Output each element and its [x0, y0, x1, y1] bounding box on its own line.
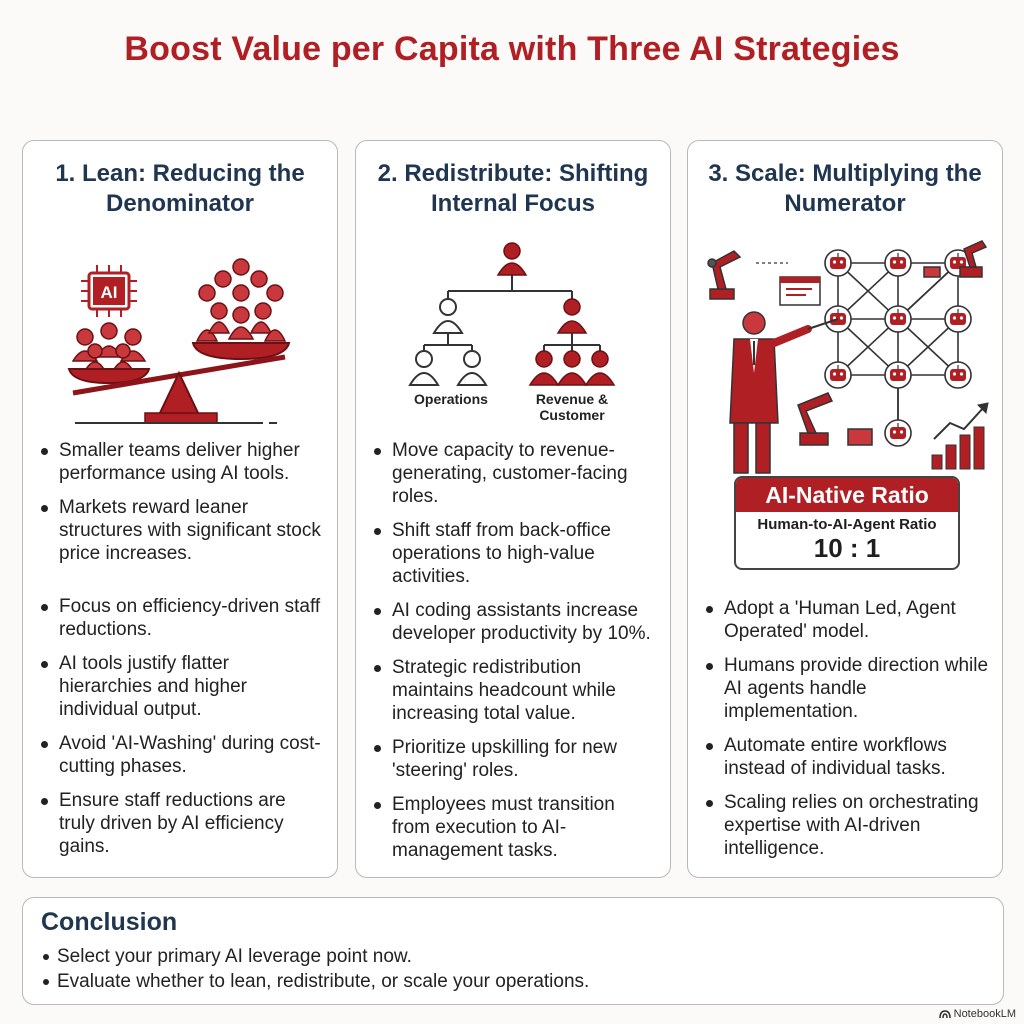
list-item: Automate entire workflows instead of ind…: [702, 734, 990, 780]
ai-agent-icons: [824, 249, 972, 447]
growth-chart-icon: [931, 402, 989, 470]
ai-chip-icon: AI: [81, 265, 137, 317]
scale-bullets: Adopt a 'Human Led, Agent Operated' mode…: [702, 597, 990, 871]
list-item: Strategic redistribution maintains headc…: [370, 656, 658, 725]
ratio-value: 10 : 1: [813, 533, 881, 563]
ai-chip-label: AI: [101, 283, 118, 302]
ratio-subtitle: Human-to-AI-Agent Ratio: [757, 516, 937, 533]
dashboard-icon: [756, 262, 821, 306]
lean-bullets: Smaller teams deliver higher performance…: [37, 439, 325, 869]
ai-native-ratio-box: AI-Native Ratio Human-to-AI-Agent Ratio …: [734, 476, 960, 570]
list-item: Employees must transition from execution…: [370, 793, 658, 862]
list-item: Scaling relies on orchestrating expertis…: [702, 791, 990, 860]
list-item: AI tools justify flatter hierarchies and…: [37, 652, 325, 721]
list-item: AI coding assistants increase developer …: [370, 599, 658, 645]
manager-icon: [496, 242, 528, 276]
conclusion-box: Conclusion Select your primary AI levera…: [22, 897, 1004, 1005]
conclusion-list: Select your primary AI leverage point no…: [41, 944, 589, 994]
ai-agent-icon: [824, 361, 852, 389]
ai-agent-icon: [944, 305, 972, 333]
list-item: Shift staff from back-office operations …: [370, 519, 658, 588]
ai-agent-icon: [944, 361, 972, 389]
notebooklm-logo-icon: [938, 1010, 951, 1019]
operations-team-icon: [408, 298, 488, 386]
ai-agent-icon: [884, 249, 912, 277]
list-item: Evaluate whether to lean, redistribute, …: [41, 969, 589, 994]
ai-agent-icon: [824, 249, 852, 277]
lean-panel-title: 1. Lean: Reducing the Denominator: [55, 160, 305, 217]
redistribute-panel: 2. Redistribute: Shifting Internal Focus: [355, 140, 671, 878]
robot-arm-icon: [797, 392, 873, 446]
list-item: Move capacity to revenue-generating, cus…: [370, 439, 658, 508]
seesaw-illustration: AI: [67, 258, 291, 424]
ai-agent-icon: [884, 361, 912, 389]
robot-arm-icon: [707, 250, 742, 300]
list-item: Adopt a 'Human Led, Agent Operated' mode…: [702, 597, 990, 643]
ai-agent-icon: [884, 305, 912, 333]
redistribute-bullets: Move capacity to revenue-generating, cus…: [370, 439, 658, 873]
list-item: Humans provide direction while AI agents…: [702, 654, 990, 723]
list-item: Prioritize upskilling for new 'steering'…: [370, 736, 658, 782]
lean-panel: 1. Lean: Reducing the Denominator AI: [22, 140, 338, 878]
large-team-icon: [195, 258, 287, 342]
list-item: Focus on efficiency-driven staff reducti…: [37, 595, 325, 641]
scale-panel: 3. Scale: Multiplying the Numerator: [687, 140, 1003, 878]
list-item: Avoid 'AI-Washing' during cost-cutting p…: [37, 732, 325, 778]
brand-label: NotebookLM: [953, 1008, 1016, 1020]
list-item: Smaller teams deliver higher performance…: [37, 439, 325, 485]
small-team-icon: [71, 322, 147, 372]
redistribute-panel-title: 2. Redistribute: Shifting Internal Focus: [377, 160, 649, 217]
conclusion-title: Conclusion: [41, 908, 178, 936]
operations-label: Operations: [414, 391, 488, 407]
agent-network: [837, 262, 959, 433]
revenue-customer-label: Revenue & Customer: [535, 391, 609, 423]
list-item: Ensure staff reductions are truly driven…: [37, 789, 325, 858]
ai-agent-icon: [884, 419, 912, 447]
list-item: Select your primary AI leverage point no…: [41, 944, 589, 969]
human-leader-icon: [729, 311, 839, 474]
revenue-team-icon: [528, 298, 616, 386]
agent-network-illustration: [707, 240, 989, 474]
scale-panel-title: 3. Scale: Multiplying the Numerator: [708, 160, 982, 217]
robot-arm-icon: [923, 240, 988, 278]
org-chart-illustration: [408, 242, 616, 386]
list-item: Markets reward leaner structures with si…: [37, 496, 325, 565]
page-title: Boost Value per Capita with Three AI Str…: [124, 30, 900, 68]
ratio-title: AI-Native Ratio: [736, 478, 958, 512]
brand-watermark: NotebookLM: [938, 1008, 1016, 1020]
